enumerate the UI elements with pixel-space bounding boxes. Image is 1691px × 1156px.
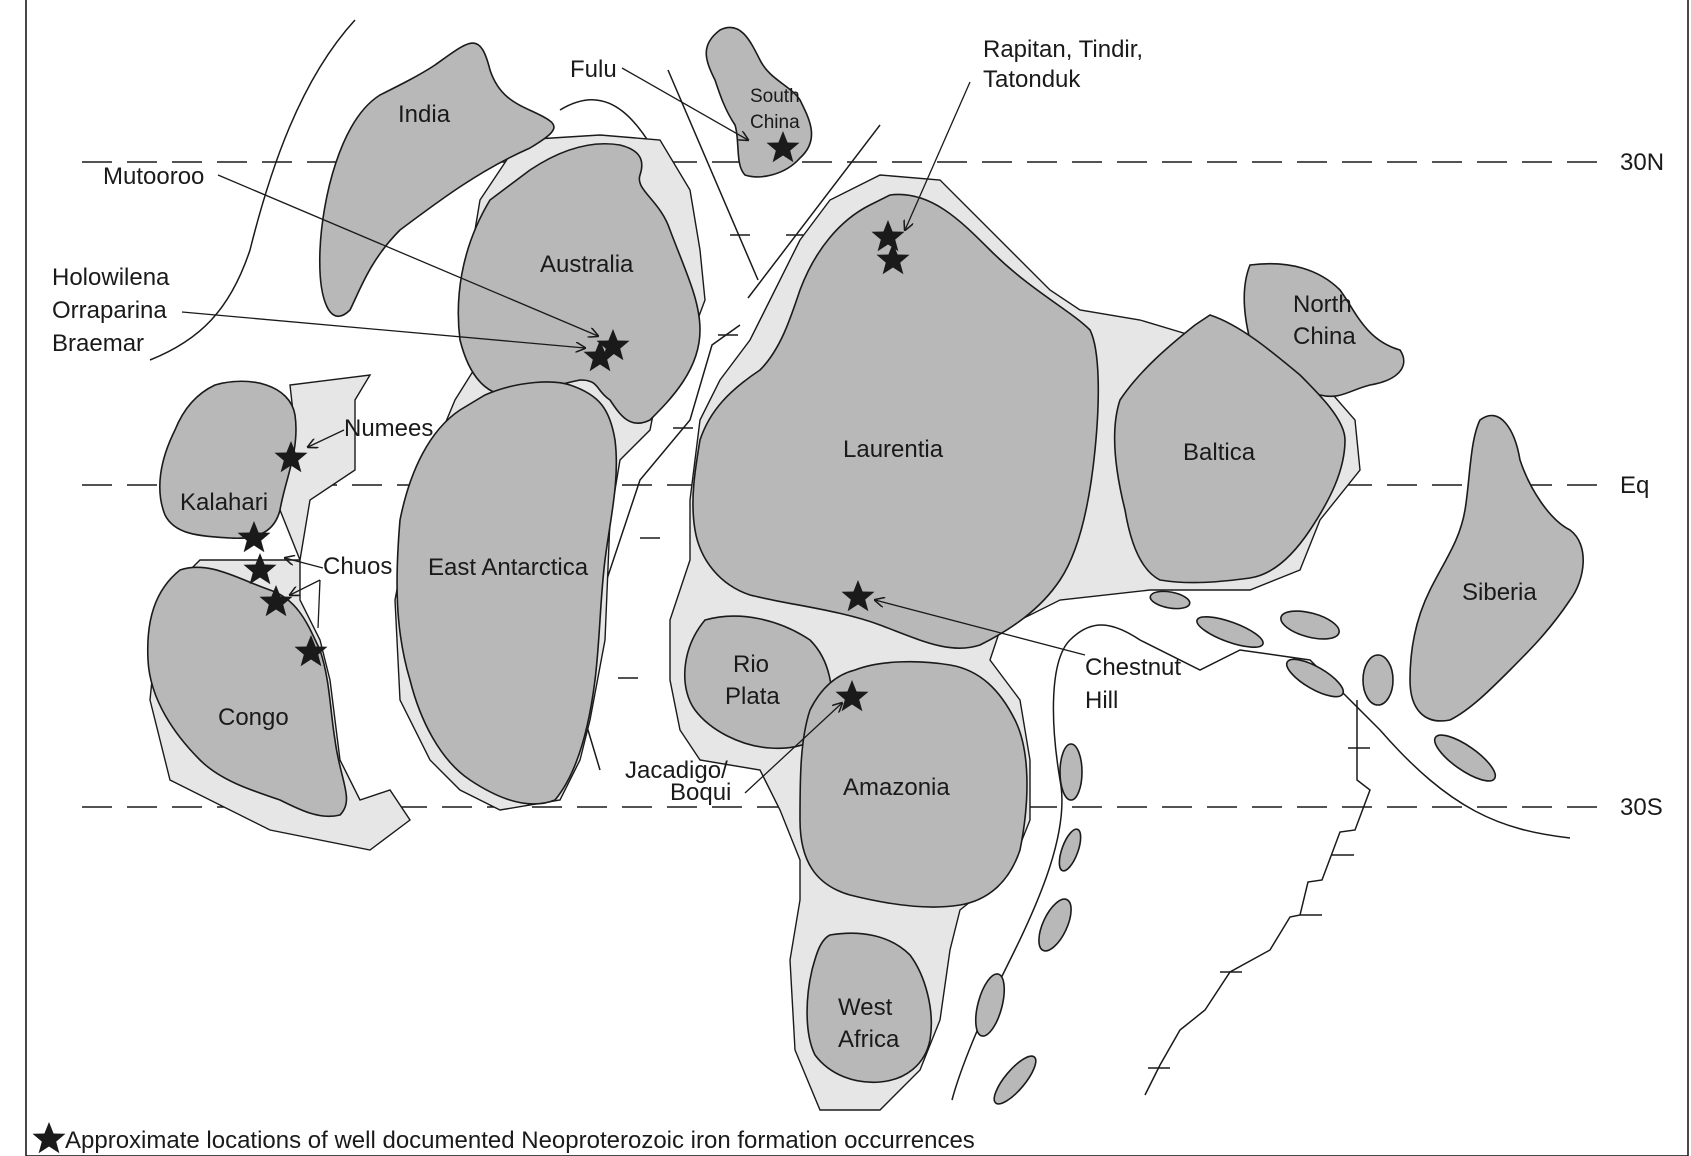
label-south-china-2: China: [750, 112, 800, 133]
label-fulu: Fulu: [570, 56, 617, 83]
label-south-china-1: South: [750, 86, 800, 107]
latitude-label-equator: Eq: [1620, 472, 1649, 499]
label-east-antarctica: East Antarctica: [428, 554, 589, 581]
legend-text: Approximate locations of well documented…: [65, 1127, 975, 1154]
continent-west-africa: [806, 932, 933, 1084]
latitude-label-30n: 30N: [1620, 149, 1664, 176]
ridge-line-2: [747, 124, 881, 299]
label-chestnut-2: Hill: [1085, 687, 1118, 714]
ridge-line-1: [667, 69, 759, 281]
label-mutooroo: Mutooroo: [103, 163, 204, 190]
label-rapitan-1: Rapitan, Tindir,: [983, 36, 1143, 63]
label-west-africa-2: Africa: [838, 1026, 900, 1053]
label-congo: Congo: [218, 704, 289, 731]
continent-congo: [146, 566, 348, 818]
continent-siberia: [1409, 414, 1584, 722]
label-laurentia: Laurentia: [843, 436, 944, 463]
label-kalahari: Kalahari: [180, 489, 268, 516]
label-jacadigo-1: Jacadigo/: [625, 757, 728, 784]
label-siberia: Siberia: [1462, 579, 1537, 606]
latitude-label-30s: 30S: [1620, 794, 1663, 821]
label-holowilena-2: Orraparina: [52, 297, 167, 324]
star-icon: [32, 1122, 66, 1154]
continent-kalahari: [159, 380, 297, 540]
label-west-africa-1: West: [838, 994, 893, 1021]
label-baltica: Baltica: [1183, 439, 1256, 466]
continent-east-antarctica: [396, 381, 618, 805]
label-numees: Numees: [344, 415, 433, 442]
leader-lines: [181, 67, 1086, 794]
label-jacadigo-2: Boqui: [670, 779, 731, 806]
label-india: India: [398, 101, 451, 128]
subduction-line-east: [951, 624, 1571, 1101]
continent-india: [318, 42, 555, 317]
label-rio-plata-1: Rio: [733, 651, 769, 678]
spreading-ridge-southeast: [1144, 700, 1371, 1096]
continent-amazonia: [799, 660, 1028, 908]
continent-baltica: [1113, 314, 1346, 584]
label-north-china-2: China: [1293, 323, 1356, 350]
continent-laurentia: [692, 193, 1100, 649]
continent-australia: [457, 142, 701, 424]
label-north-china-1: North: [1293, 291, 1352, 318]
label-holowilena-3: Braemar: [52, 330, 144, 357]
small-terranes: [974, 590, 1497, 1105]
label-holowilena-1: Holowilena: [52, 264, 170, 291]
label-rio-plata-2: Plata: [725, 683, 780, 710]
label-amazonia: Amazonia: [843, 774, 950, 801]
legend: Approximate locations of well documented…: [32, 1122, 975, 1154]
label-rapitan-2: Tatonduk: [983, 66, 1081, 93]
tectonic-boundary-india-west: [149, 19, 356, 361]
label-australia: Australia: [540, 251, 634, 278]
transform-ticks: [618, 234, 1370, 1069]
label-chuos: Chuos: [323, 553, 392, 580]
map-frame: [25, 0, 1689, 1156]
label-chestnut-1: Chestnut: [1085, 654, 1181, 681]
